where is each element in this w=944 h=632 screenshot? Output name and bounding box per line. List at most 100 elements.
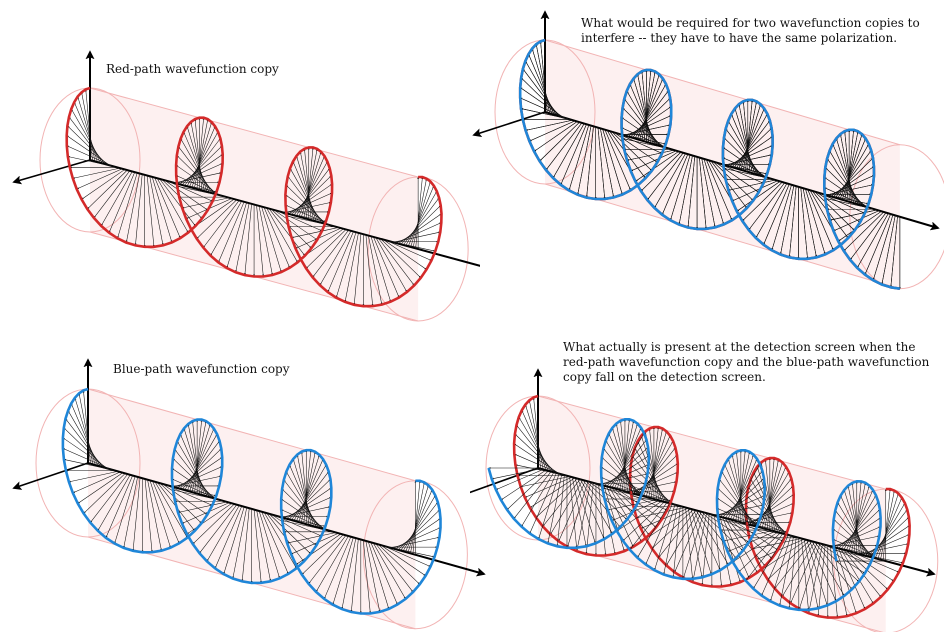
- field-vector: [319, 230, 352, 286]
- field-vector: [719, 486, 765, 517]
- field-vector: [383, 239, 427, 270]
- blue-path-diagram: [0, 330, 490, 632]
- field-vector: [608, 433, 636, 495]
- field-vector: [585, 482, 594, 555]
- field-vector: [600, 466, 647, 498]
- field-vector: [735, 451, 750, 521]
- field-vector: [622, 419, 631, 491]
- field-vector: [723, 137, 765, 177]
- field-vector: [177, 457, 223, 489]
- field-vector: [640, 507, 689, 529]
- field-vector: [751, 485, 794, 526]
- field-vector: [723, 530, 773, 542]
- field-vector: [62, 437, 108, 469]
- field-vector: [261, 511, 289, 575]
- field-vector: [837, 143, 869, 199]
- field-vector: [286, 532, 337, 544]
- field-vector: [370, 236, 391, 302]
- field-vector: [402, 197, 440, 246]
- field-vector: [779, 185, 795, 255]
- field-vector: [410, 181, 431, 248]
- same-polarization-diagram: [460, 0, 944, 300]
- field-vector: [273, 209, 318, 241]
- field-vector: [603, 455, 649, 486]
- field-vector: [525, 119, 573, 131]
- field-vector: [877, 493, 899, 560]
- blue-helix: [61, 387, 442, 615]
- field-vector: [164, 180, 208, 211]
- field-vector: [199, 504, 238, 554]
- horizontal-axis: [12, 462, 89, 490]
- field-vector: [738, 108, 765, 170]
- field-vector: [687, 508, 703, 578]
- field-vector: [560, 124, 587, 186]
- field-vector: [663, 505, 678, 575]
- field-vector: [177, 501, 227, 513]
- field-vector: [288, 479, 331, 520]
- field-vector: [824, 197, 873, 209]
- field-vector: [286, 184, 327, 225]
- field-vector: [206, 505, 240, 562]
- field-vector: [268, 208, 306, 256]
- field-vector: [367, 541, 390, 610]
- field-vector: [370, 542, 398, 605]
- propagation-axis: [87, 462, 486, 577]
- field-vector: [690, 508, 712, 575]
- field-vector: [385, 240, 432, 261]
- field-vector: [175, 164, 220, 196]
- field-vector: [152, 480, 180, 544]
- field-vector: [412, 480, 421, 555]
- field-vector: [840, 548, 874, 604]
- field-vector: [301, 451, 316, 523]
- field-vector: [727, 458, 750, 525]
- field-vector: [491, 468, 541, 480]
- field-vector: [714, 515, 723, 587]
- field-vector: [144, 478, 153, 553]
- field-vector: [577, 125, 592, 195]
- field-vector: [722, 478, 765, 518]
- field-vector: [872, 214, 894, 281]
- field-vector: [62, 448, 111, 470]
- field-vector: [539, 122, 580, 162]
- field-vector: [803, 539, 819, 609]
- field-vector: [841, 134, 863, 200]
- field-vector: [802, 188, 817, 258]
- field-vector: [609, 130, 646, 179]
- field-vector: [410, 482, 425, 554]
- field-vector: [65, 418, 104, 468]
- field-vector: [745, 505, 792, 536]
- field-vector: [181, 502, 230, 524]
- field-vector: [181, 145, 223, 186]
- field-vector: [621, 127, 668, 149]
- field-vector: [608, 439, 647, 488]
- field-vector: [579, 479, 613, 534]
- field-vector: [585, 480, 628, 520]
- field-vector: [174, 449, 213, 498]
- field-vector: [281, 488, 324, 530]
- field-vector: [183, 428, 205, 496]
- field-vector: [627, 106, 672, 137]
- field-vector: [132, 477, 141, 552]
- field-vector: [600, 128, 615, 198]
- field-vector: [756, 538, 805, 560]
- field-vector: [569, 476, 578, 548]
- field-vector: [724, 464, 752, 526]
- field-vector: [733, 120, 771, 168]
- field-vector: [722, 157, 769, 179]
- field-vector: [520, 108, 569, 120]
- field-vector: [693, 509, 721, 571]
- field-vector: [77, 472, 123, 504]
- cylinder-top-edge: [89, 87, 419, 178]
- field-vector: [186, 503, 233, 535]
- field-vector: [845, 489, 874, 551]
- field-vector: [641, 71, 656, 141]
- field-vector: [745, 533, 784, 581]
- field-vector: [296, 155, 317, 222]
- field-vector: [335, 232, 357, 298]
- field-vector: [568, 124, 590, 191]
- field-vector: [196, 117, 205, 190]
- field-vector: [839, 133, 855, 204]
- red-helix: [65, 86, 443, 308]
- field-vector: [525, 404, 547, 471]
- field-vector: [538, 473, 560, 540]
